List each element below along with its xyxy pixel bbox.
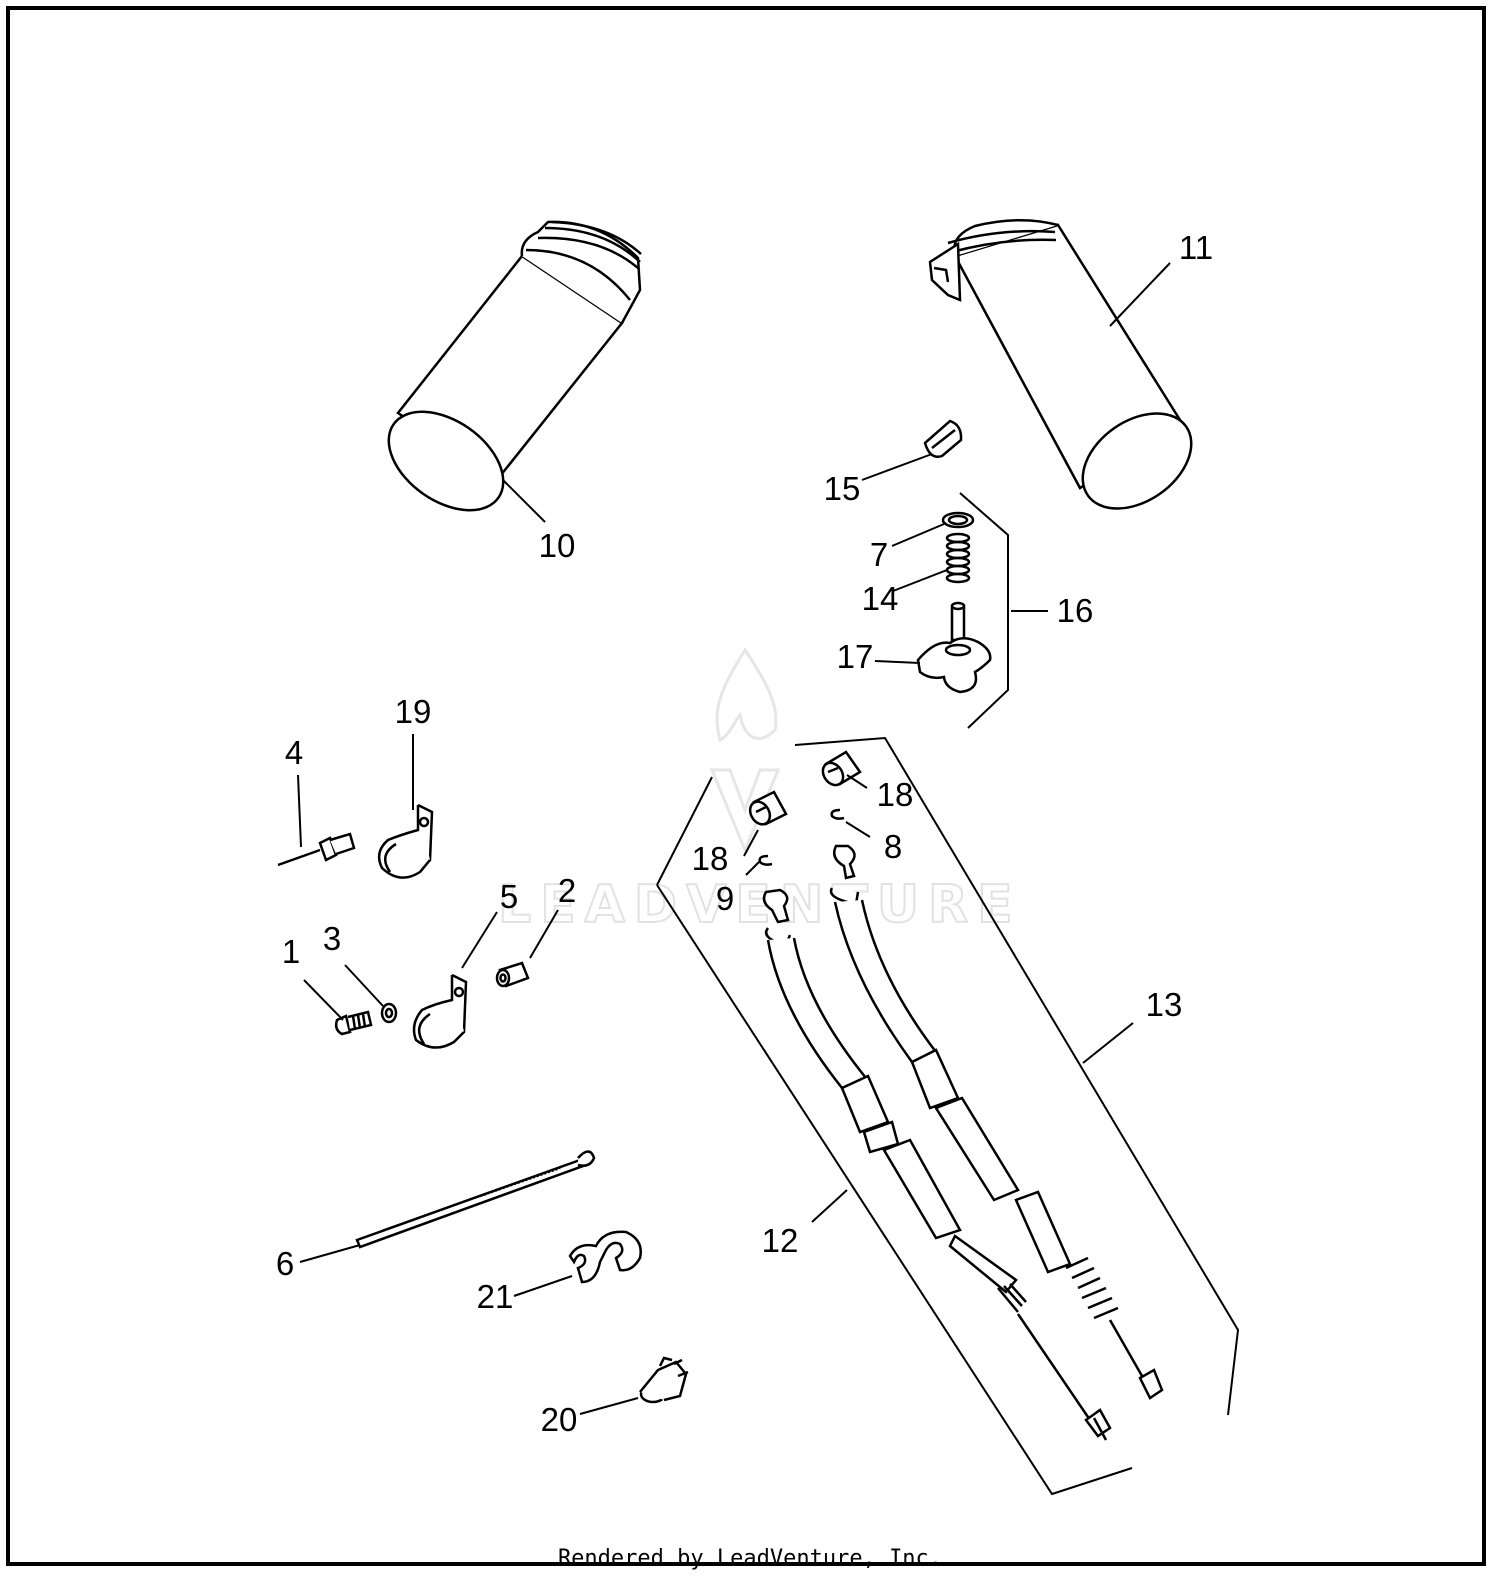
callout-19: 19 — [395, 693, 432, 730]
part-20-cable-clip — [639, 1356, 689, 1404]
callout-5: 5 — [500, 878, 518, 915]
part-9-e-clip — [758, 854, 773, 866]
callout-15: 15 — [824, 470, 861, 507]
assembly-16-bracket — [959, 492, 1009, 729]
assembly-12-bracket — [656, 776, 1133, 1496]
callout-3: 3 — [323, 920, 341, 957]
callout-12: 12 — [762, 1222, 799, 1259]
callout-4: 4 — [285, 734, 303, 771]
part-18-ferrule-a — [821, 750, 862, 787]
part-1-screw — [334, 1010, 373, 1036]
part-12-throttle-cable — [762, 888, 1112, 1441]
part-21-double-clip — [568, 1230, 642, 1284]
callout-6: 6 — [276, 1245, 294, 1282]
callout-21: 21 — [477, 1278, 514, 1315]
callout-9: 9 — [716, 880, 734, 917]
part-17-friction-knob — [916, 601, 992, 694]
part-5-cable-clamp — [412, 973, 468, 1049]
callout-16: 16 — [1057, 592, 1094, 629]
callout-7: 7 — [870, 536, 888, 573]
callout-18-upper: 18 — [877, 776, 914, 813]
watermark-flame-icon — [715, 647, 778, 743]
assembly-13-bracket — [794, 736, 1240, 1416]
part-8-e-clip — [830, 808, 845, 820]
callout-labels: 1 2 3 4 5 6 7 8 9 10 11 12 13 14 15 16 1… — [276, 229, 1213, 1438]
part-10-left-grip — [387, 220, 642, 512]
render-credit: Rendered by LeadVenture, Inc. — [558, 1546, 942, 1571]
part-13-idle-cable — [829, 844, 1164, 1400]
watermark-text: LEADVENTURE — [498, 875, 1022, 935]
callout-2: 2 — [558, 872, 576, 909]
part-15-cap — [923, 419, 963, 458]
watermark: LEADVENTURE — [497, 647, 1022, 936]
callout-18-lower: 18 — [692, 840, 729, 877]
leader-lines — [297, 262, 1171, 1415]
part-7-retaining-ring — [941, 511, 975, 529]
callout-11: 11 — [1179, 229, 1213, 266]
callout-17: 17 — [837, 638, 874, 675]
callout-20: 20 — [541, 1401, 578, 1438]
diagram-frame — [6, 6, 1486, 1566]
part-6-cable-tie — [355, 1150, 596, 1249]
callout-10: 10 — [539, 527, 576, 564]
part-4-rivet — [277, 832, 356, 867]
callout-1: 1 — [282, 933, 300, 970]
part-19-cable-clamp — [377, 803, 434, 879]
callout-8: 8 — [884, 828, 902, 865]
callout-13: 13 — [1146, 986, 1183, 1023]
callout-14: 14 — [862, 580, 899, 617]
watermark-v-icon — [709, 768, 781, 854]
part-14-spring — [945, 532, 971, 584]
part-3-washer — [380, 1002, 398, 1024]
part-18-ferrule-b — [748, 790, 788, 826]
part-11-right-grip — [928, 219, 1193, 510]
part-2-spacer — [495, 961, 530, 988]
